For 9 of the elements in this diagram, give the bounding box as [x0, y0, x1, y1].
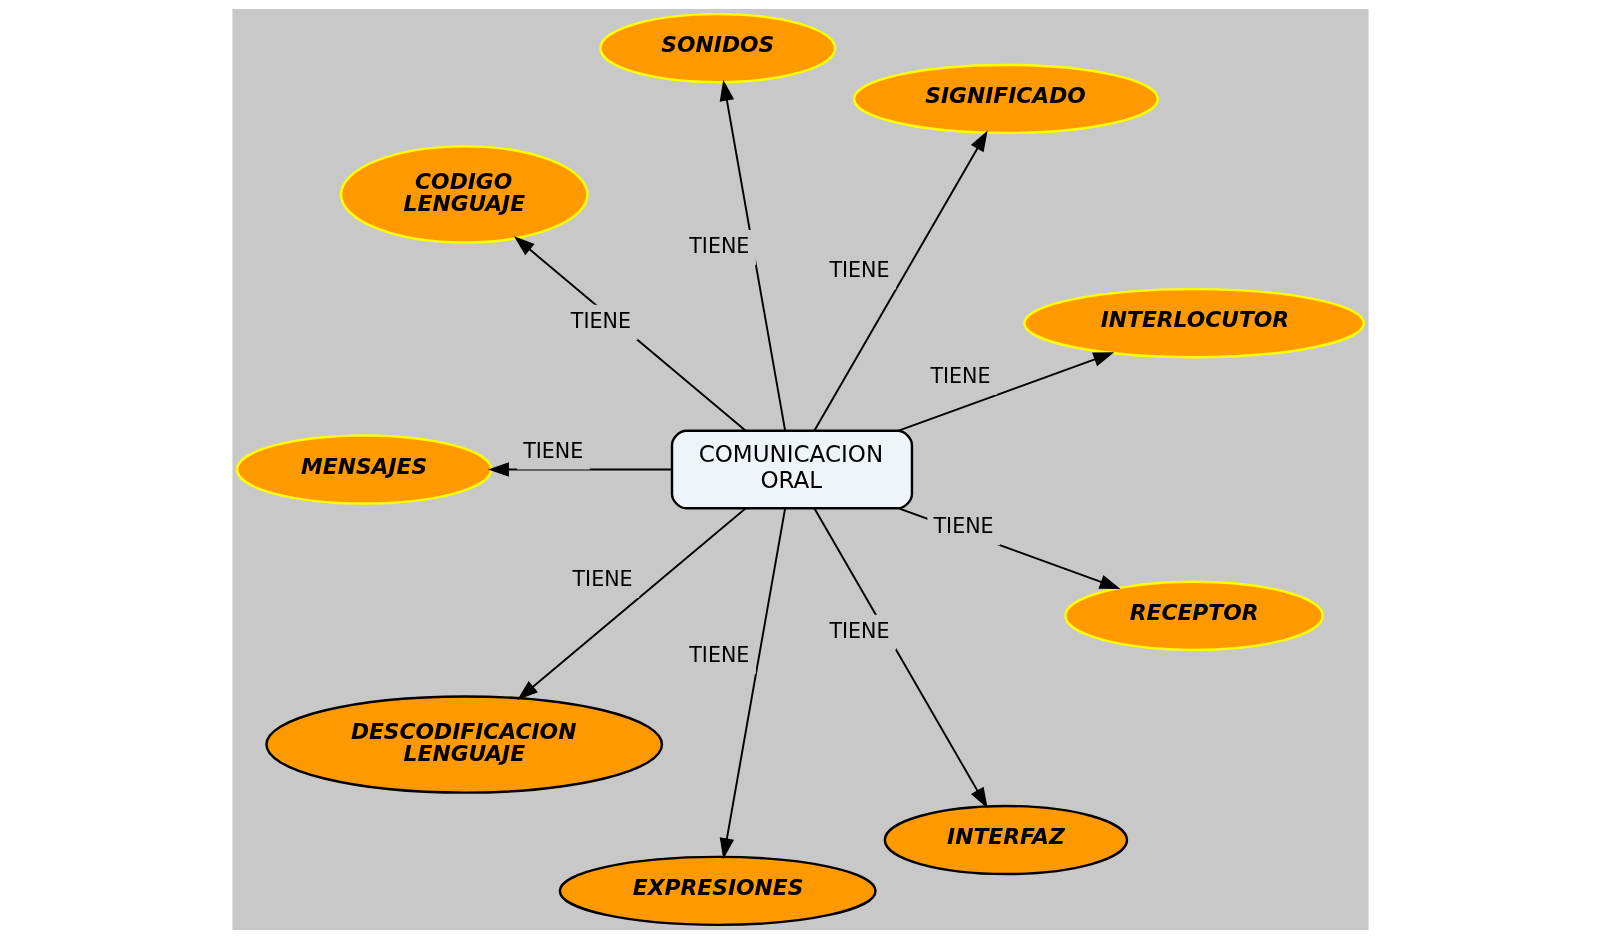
edge-label: TIENE: [688, 233, 749, 258]
edge-label: TIENE: [929, 363, 990, 388]
edge-label: TIENE: [828, 257, 889, 282]
edge-label: TIENE: [828, 618, 889, 643]
edge-label: TIENE: [572, 566, 633, 591]
edge-label: TIENE: [570, 308, 631, 333]
edge-label: TIENE: [688, 642, 749, 667]
edge-label: TIENE: [522, 438, 583, 463]
edge-label: TIENE: [932, 513, 994, 538]
